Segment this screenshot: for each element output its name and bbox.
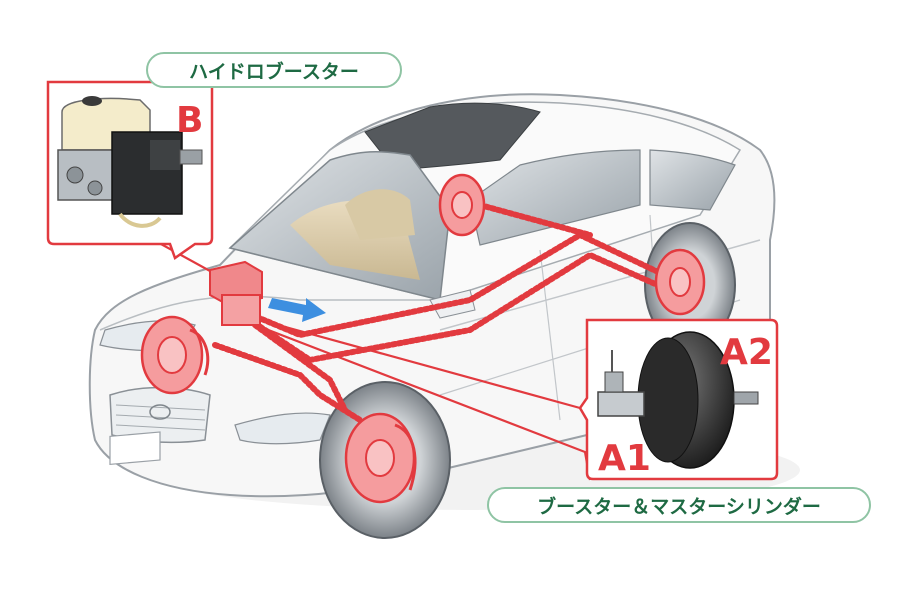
brake-lines bbox=[212, 202, 683, 423]
hydro-booster-unit bbox=[209, 260, 263, 326]
callout-letter-a1: A1 bbox=[598, 438, 651, 479]
callout-hydro-booster bbox=[46, 80, 214, 260]
rear-left-brake-disc bbox=[438, 173, 486, 237]
callout-letter-a2: A2 bbox=[720, 332, 773, 373]
front-left-brake-disc bbox=[140, 315, 210, 395]
front-right-brake-disc bbox=[344, 412, 417, 504]
direction-arrow-icon bbox=[268, 298, 326, 322]
booster-master-label: ブースター＆マスターシリンダー bbox=[487, 487, 871, 523]
callout-booster-master bbox=[578, 318, 779, 481]
rear-right-brake-disc bbox=[654, 248, 706, 316]
hydro-booster-label: ハイドロブースター bbox=[146, 52, 402, 88]
callout-letter-b: B bbox=[176, 100, 204, 141]
